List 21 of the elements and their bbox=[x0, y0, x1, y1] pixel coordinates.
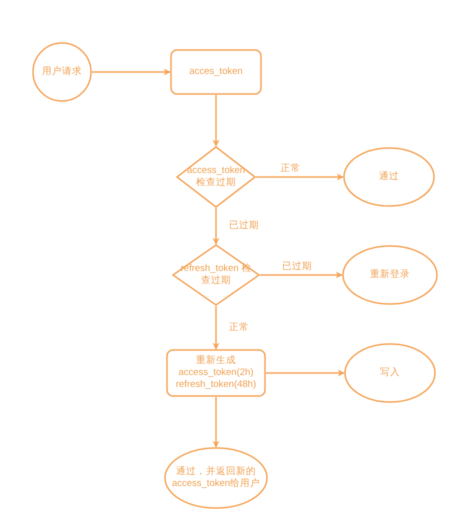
arrow bbox=[266, 370, 345, 376]
edge-label: 已过期 bbox=[281, 260, 313, 273]
terminal-ellipse: 重新登录 bbox=[342, 245, 438, 305]
arrow bbox=[212, 208, 220, 245]
arrow bbox=[92, 68, 171, 76]
arrow bbox=[212, 397, 220, 448]
arrow bbox=[212, 95, 220, 147]
arrow bbox=[256, 174, 344, 180]
terminal-ellipse: 通过 bbox=[343, 147, 435, 207]
decision-diamond: refresh_token 检查过期 bbox=[172, 244, 260, 306]
edge-label: 正常 bbox=[280, 162, 302, 175]
process-box: 重新生成 access_token(2h) refresh_token(48h) bbox=[166, 349, 266, 397]
process-box: acces_token bbox=[170, 49, 262, 95]
arrow bbox=[260, 272, 343, 278]
decision-diamond: access_token 检查过期 bbox=[176, 146, 256, 208]
arrow bbox=[212, 306, 220, 350]
edge-label: 正常 bbox=[228, 320, 250, 334]
edge-label: 已过期 bbox=[228, 219, 260, 232]
terminal-ellipse: 写入 bbox=[344, 343, 436, 403]
terminal-ellipse: 通过，并返回新的 access_token给用户 bbox=[164, 447, 268, 509]
start-circle: 用户请求 bbox=[32, 42, 92, 102]
